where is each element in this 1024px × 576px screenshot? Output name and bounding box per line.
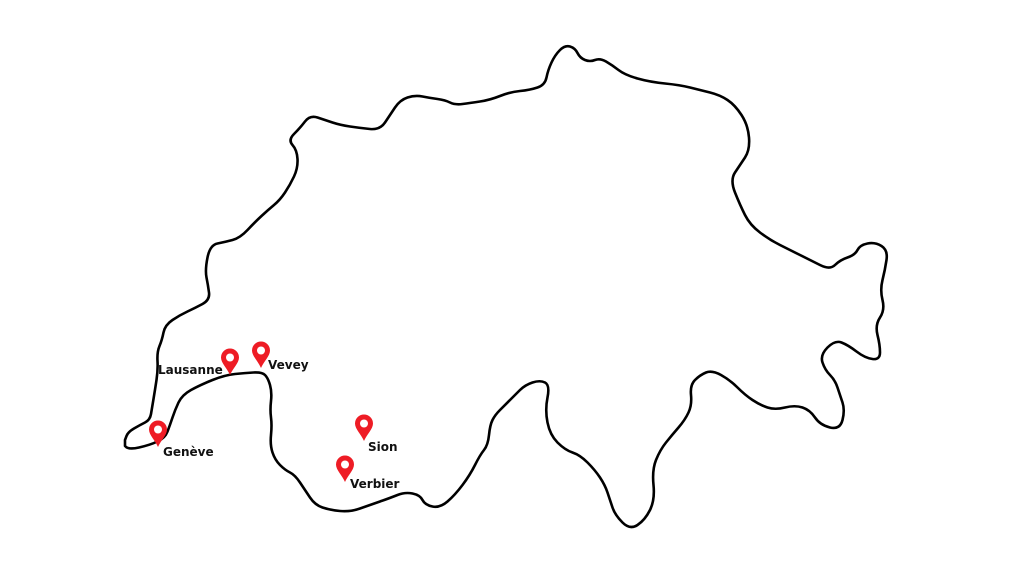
map-pin-icon	[149, 420, 167, 447]
location-pin-verbier[interactable]	[335, 455, 355, 483]
location-pin-lausanne[interactable]	[220, 348, 240, 376]
map-pin-icon	[336, 455, 354, 482]
label-geneve: Genève	[163, 445, 214, 459]
map-pin-icon	[221, 348, 239, 375]
label-lausanne: Lausanne	[158, 363, 223, 377]
location-pin-vevey[interactable]	[251, 341, 271, 369]
map-pin-icon	[355, 414, 373, 441]
map-pin-icon	[252, 341, 270, 368]
location-pin-geneve[interactable]	[148, 420, 168, 448]
label-verbier: Verbier	[350, 477, 400, 491]
location-pin-sion[interactable]	[354, 414, 374, 442]
label-vevey: Vevey	[268, 358, 309, 372]
label-sion: Sion	[368, 440, 398, 454]
